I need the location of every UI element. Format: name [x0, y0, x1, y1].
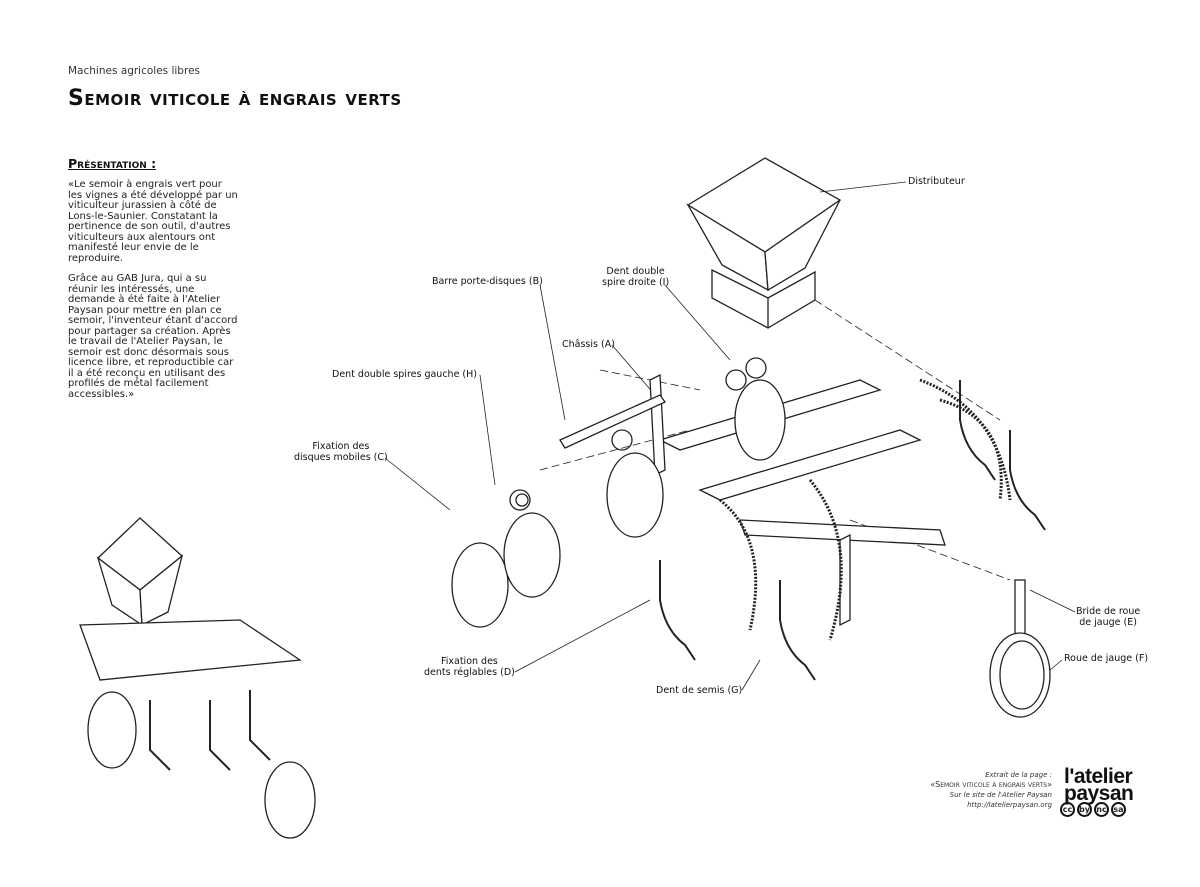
page-title: Semoir viticole à engrais verts — [68, 86, 402, 111]
label-dent-droite: Dent double spire droite (I) — [602, 266, 670, 288]
credit-block: Extrait de la page : «Semoir viticole à … — [930, 770, 1052, 810]
tines — [659, 380, 1046, 681]
label-line: Bride de roue — [1076, 606, 1141, 617]
credit-link[interactable]: http://latelierpaysan.org — [967, 801, 1052, 809]
springs — [509, 357, 767, 511]
nc-icon: nc — [1094, 802, 1109, 817]
label-line: dents réglables (D) — [424, 666, 515, 678]
paragraph: «Le semoir à engrais vert pour les vigne… — [68, 179, 238, 264]
sa-icon: sa — [1111, 802, 1126, 817]
label-line: de jauge (E) — [1079, 616, 1137, 628]
logo-line: paysan — [1064, 782, 1134, 805]
atelier-paysan-logo: l'atelier paysan — [1064, 765, 1134, 805]
cc-icon: cc — [1060, 802, 1075, 817]
label-chassis: Châssis (A) — [562, 339, 615, 350]
gauge-wheel — [989, 579, 1051, 718]
label-fixation-dents: Fixation des dents réglables (D) — [424, 656, 515, 678]
paragraph: Grâce au GAB Jura, qui a su réunir les i… — [68, 273, 238, 400]
label-line: Fixation des — [440, 656, 498, 667]
label-line: Fixation des — [312, 441, 370, 452]
label-fixation-disques: Fixation des disques mobiles (C) — [294, 441, 388, 463]
kicker: Machines agricoles libres — [68, 65, 200, 77]
label-dent-gauche: Dent double spires gauche (H) — [332, 369, 477, 380]
by-icon: by — [1077, 802, 1092, 817]
logo-line: l'atelier — [1064, 765, 1133, 788]
credit-line: Sur le site de l'Atelier Paysan — [949, 791, 1052, 799]
label-dent-semis: Dent de semis (G) — [656, 685, 743, 696]
creative-commons-badge: cc by nc sa — [1060, 802, 1126, 817]
assembled-view — [79, 517, 316, 839]
leader-lines — [384, 181, 1076, 691]
discs — [451, 379, 786, 628]
label-line: disques mobiles (C) — [294, 451, 388, 463]
label-bride: Bride de roue de jauge (E) — [1076, 606, 1141, 628]
label-barre: Barre porte-disques (B) — [432, 276, 543, 287]
section-heading: Présentation : — [68, 156, 157, 171]
seed-tubes — [719, 378, 1012, 641]
label-line: spire droite (I) — [602, 276, 670, 288]
label-line: Dent double — [606, 266, 665, 277]
presentation-text: «Le semoir à engrais vert pour les vigne… — [68, 179, 238, 410]
credit-line: «Semoir viticole à engrais verts» — [930, 780, 1052, 789]
label-roue: Roue de jauge (F) — [1064, 653, 1149, 664]
credit-line: Extrait de la page : — [985, 771, 1052, 779]
label-distributeur: Distributeur — [908, 176, 965, 187]
hopper-distributor — [686, 157, 842, 329]
